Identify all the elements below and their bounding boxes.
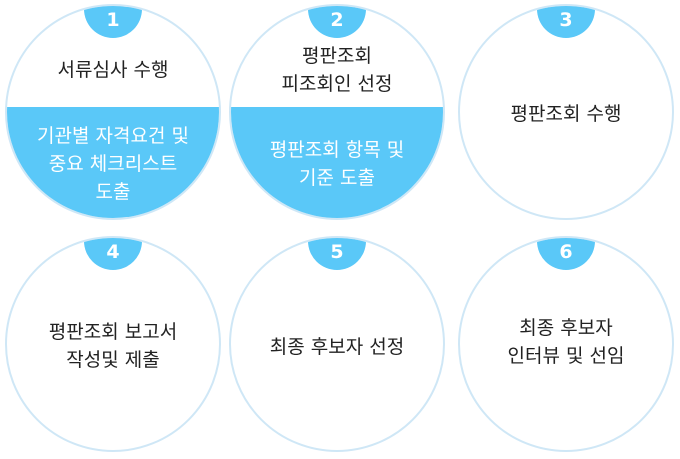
step-4-title: 평판조회 보고서 작성및 제출 [48,321,178,371]
step-3-title: 평판조회 수행 [510,103,622,125]
step-1-detail: 기관별 자격요건 및 중요 체크리스트 도출 [37,125,189,203]
step-6-circle: 6 최종 후보자 인터뷰 및 선임 [458,236,674,452]
step-4-circle: 4 평판조회 보고서 작성및 제출 [5,236,221,452]
step-5-number-badge: 5 [308,238,366,270]
step-4-number-badge: 4 [84,238,142,270]
step-1-number-badge: 1 [84,6,142,38]
step-6-number-badge: 6 [537,238,595,270]
step-2-circle: 2 평판조회 피조회인 선정 평판조회 항목 및 기준 도출 [229,4,445,220]
step-5-title: 최종 후보자 선정 [269,336,405,358]
step-3-number-badge: 3 [537,6,595,38]
step-2-detail-band [231,107,443,218]
step-1-circle: 1 서류심사 수행 기관별 자격요건 및 중요 체크리스트 도출 [5,4,221,220]
step-2-title: 평판조회 피조회인 선정 [281,45,393,95]
step-1-detail-band [7,107,219,218]
step-2-detail: 평판조회 항목 및 기준 도출 [269,139,405,189]
step-5-circle: 5 최종 후보자 선정 [229,236,445,452]
step-3-circle: 3 평판조회 수행 [458,4,674,220]
step-6-title: 최종 후보자 인터뷰 및 선임 [507,317,625,367]
step-1-title: 서류심사 수행 [57,59,169,81]
step-2-number-badge: 2 [308,6,366,38]
